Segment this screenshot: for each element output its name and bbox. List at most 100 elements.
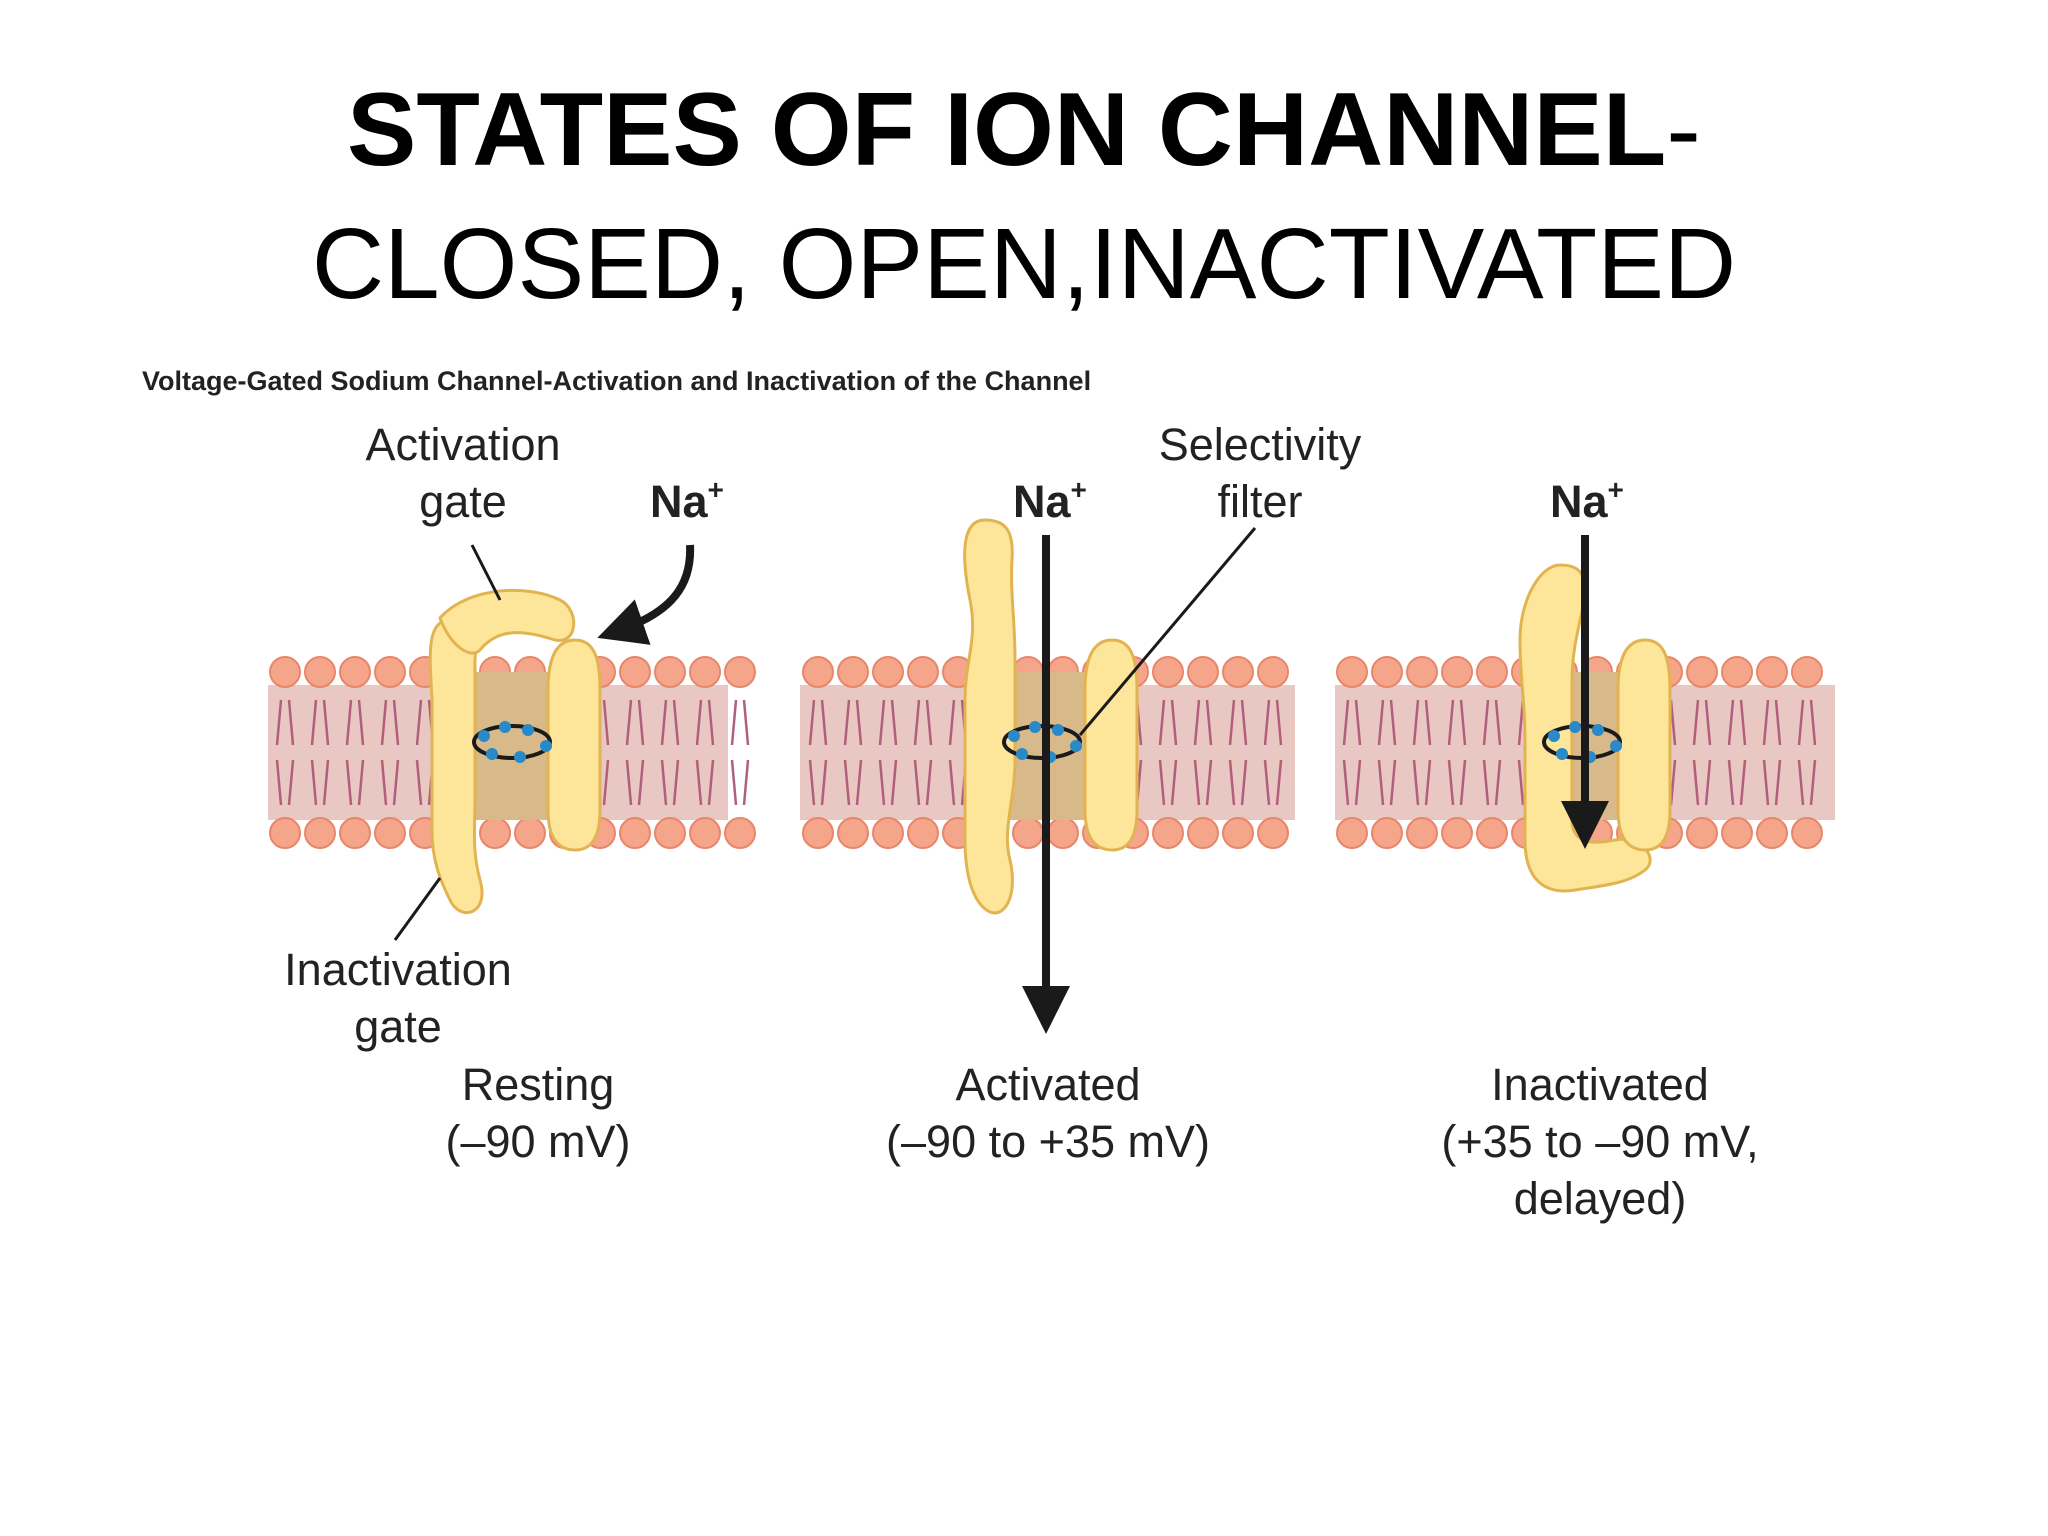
lipid-tail xyxy=(322,699,330,746)
lipid-tail xyxy=(1158,759,1166,806)
lipid-tail xyxy=(695,699,703,746)
lipid-head xyxy=(1406,656,1438,688)
lipid-tail xyxy=(1692,759,1700,806)
lipid-head xyxy=(374,817,406,849)
lipid-tail xyxy=(1517,759,1525,806)
filter-dot xyxy=(540,740,552,752)
lipid-tail xyxy=(707,759,715,806)
lipid-tail xyxy=(357,699,365,746)
lipid-tail xyxy=(660,759,668,806)
filter-dot xyxy=(1569,721,1581,733)
lipid-tail xyxy=(672,759,680,806)
lipid-head xyxy=(479,817,511,849)
lipid-tail xyxy=(1193,759,1201,806)
lipid-head xyxy=(1476,656,1508,688)
activation-gate-leader xyxy=(470,544,502,601)
lipid-tail xyxy=(695,759,703,806)
lipid-head xyxy=(1257,817,1289,849)
protein-subunit-left xyxy=(428,618,484,915)
lipid-tail xyxy=(1205,759,1213,806)
lipid-head xyxy=(514,817,546,849)
lipid-tail xyxy=(808,759,816,806)
lipid-tail xyxy=(1240,699,1248,746)
lipid-tail xyxy=(1424,699,1432,746)
filter-dot xyxy=(1008,730,1020,742)
inactivation-gate-label-line2: gate xyxy=(354,1001,442,1052)
lipid-tail xyxy=(1412,699,1420,746)
lipid-tail xyxy=(1170,759,1178,806)
lipid-tail xyxy=(1692,699,1700,746)
sodium-label-activated: Na+ xyxy=(1013,474,1087,527)
lipid-head xyxy=(1721,656,1753,688)
lipid-head xyxy=(689,817,721,849)
lipid-tail xyxy=(1342,699,1350,746)
lipid-tail xyxy=(1170,699,1178,746)
filter-dot xyxy=(1548,730,1560,742)
state-name-resting: Resting xyxy=(462,1059,615,1110)
lipid-tail xyxy=(1263,699,1271,746)
lipid-tail xyxy=(820,699,828,746)
lipid-head xyxy=(1152,656,1184,688)
lipid-head xyxy=(304,656,336,688)
lipid-head xyxy=(339,656,371,688)
lipid-head xyxy=(1222,817,1254,849)
channel-resting xyxy=(393,544,695,941)
filter-dot xyxy=(522,724,534,736)
slide-title: STATES OF ION CHANNEL- CLOSED, OPEN,INAC… xyxy=(0,62,2048,330)
selectivity-filter-label-line2: filter xyxy=(1217,476,1302,527)
lipid-tail xyxy=(1739,699,1747,746)
lipid-head xyxy=(1686,656,1718,688)
channel-activated xyxy=(963,518,1257,1034)
activation-gate-closed xyxy=(438,588,576,655)
state-name-inactivated: Inactivated xyxy=(1491,1059,1709,1110)
filter-dot xyxy=(1070,740,1082,752)
lipid-tail xyxy=(287,699,295,746)
state-voltage-inactivated: (+35 to –90 mV, xyxy=(1441,1116,1758,1167)
lipid-tail xyxy=(1809,699,1817,746)
filter-dot xyxy=(1610,740,1622,752)
lipid-head xyxy=(724,817,756,849)
lipid-tail xyxy=(925,699,933,746)
lipid-head xyxy=(1791,817,1823,849)
filter-dot xyxy=(1556,748,1568,760)
selectivity-filter-leader xyxy=(1078,527,1257,736)
lipid-tail xyxy=(1482,699,1490,746)
lipid-tail xyxy=(1424,759,1432,806)
figure-caption: Voltage-Gated Sodium Channel-Activation … xyxy=(142,366,1091,396)
lipid-tail xyxy=(1704,759,1712,806)
lipid-head xyxy=(1152,817,1184,849)
sodium-label-inactivated: Na+ xyxy=(1550,474,1624,527)
lipid-tail xyxy=(878,759,886,806)
lipid-tail xyxy=(672,699,680,746)
lipid-tail xyxy=(275,699,283,746)
lipid-tail xyxy=(415,759,423,806)
lipid-tail xyxy=(1447,699,1455,746)
lipid-tail xyxy=(843,759,851,806)
lipid-tail xyxy=(310,759,318,806)
inactivation-gate-label-line1: Inactivation xyxy=(284,944,512,995)
inactivation-gate-leader xyxy=(393,877,442,941)
lipid-tail xyxy=(1263,759,1271,806)
lipid-tail xyxy=(287,759,295,806)
lipid-head xyxy=(872,656,904,688)
activation-gate-label-line1: Activation xyxy=(365,419,560,470)
lipid-head xyxy=(1336,656,1368,688)
lipid-tail xyxy=(1459,759,1467,806)
lipid-head xyxy=(907,656,939,688)
lipid-head xyxy=(374,656,406,688)
lipid-tail xyxy=(415,699,423,746)
lipid-tail xyxy=(1228,759,1236,806)
lipid-tail xyxy=(1342,759,1350,806)
lipid-tail xyxy=(890,759,898,806)
protein-subunit-right xyxy=(1083,638,1139,852)
lipid-head xyxy=(1047,817,1079,849)
activation-gate-label-line2: gate xyxy=(419,476,507,527)
lipid-head xyxy=(1476,817,1508,849)
lipid-tail xyxy=(602,759,610,806)
sodium-arrow-blocked xyxy=(597,544,695,645)
lipid-head xyxy=(1791,656,1823,688)
lipid-tail xyxy=(843,699,851,746)
filter-dot xyxy=(1029,721,1041,733)
lipid-head xyxy=(1406,817,1438,849)
lipid-tail xyxy=(1228,699,1236,746)
